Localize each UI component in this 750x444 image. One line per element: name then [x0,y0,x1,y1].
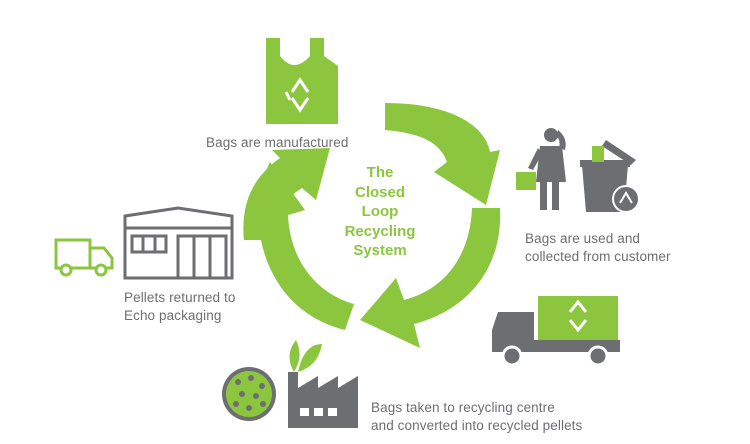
arrow-return-to-manufacture [243,148,330,240]
center-title-line: The [366,164,394,181]
center-title-line: System [353,242,407,259]
label-returned: Pellets returned to Echo packaging [124,289,235,325]
center-title-line: Recycling [344,222,416,240]
arrow-use-to-recycle [360,208,501,348]
recycling-truck-icon [492,296,620,367]
factory-icon [288,340,358,428]
label-used: Bags are used and collected from custome… [525,230,671,266]
shopper-icon [528,128,566,210]
label-recycling-line2: and converted into recycled pellets [371,418,583,433]
center-title-line: Closed [354,183,405,201]
warehouse-icon [123,206,234,280]
center-title-line: Loop [361,203,399,220]
label-returned-line2: Echo packaging [124,308,222,323]
label-recycling-line1: Bags taken to recycling centre [371,400,555,415]
shopping-bag-recycle-icon [266,38,338,124]
delivery-van-icon [54,238,114,277]
cycle-arrows [243,103,501,348]
label-used-line2: collected from customer [525,249,671,264]
center-title: The Closed Loop Recycling System [325,163,435,261]
recycling-bin-icon [580,140,640,213]
label-manufactured: Bags are manufactured [206,135,349,150]
arrow-manufacture-to-use [385,103,500,205]
label-used-line1: Bags are used and [525,231,641,246]
label-returned-line1: Pellets returned to [124,290,236,305]
carried-bag-icon [516,172,536,190]
label-recycling: Bags taken to recycling centre and conve… [371,399,582,435]
pellets-icon [222,367,276,421]
